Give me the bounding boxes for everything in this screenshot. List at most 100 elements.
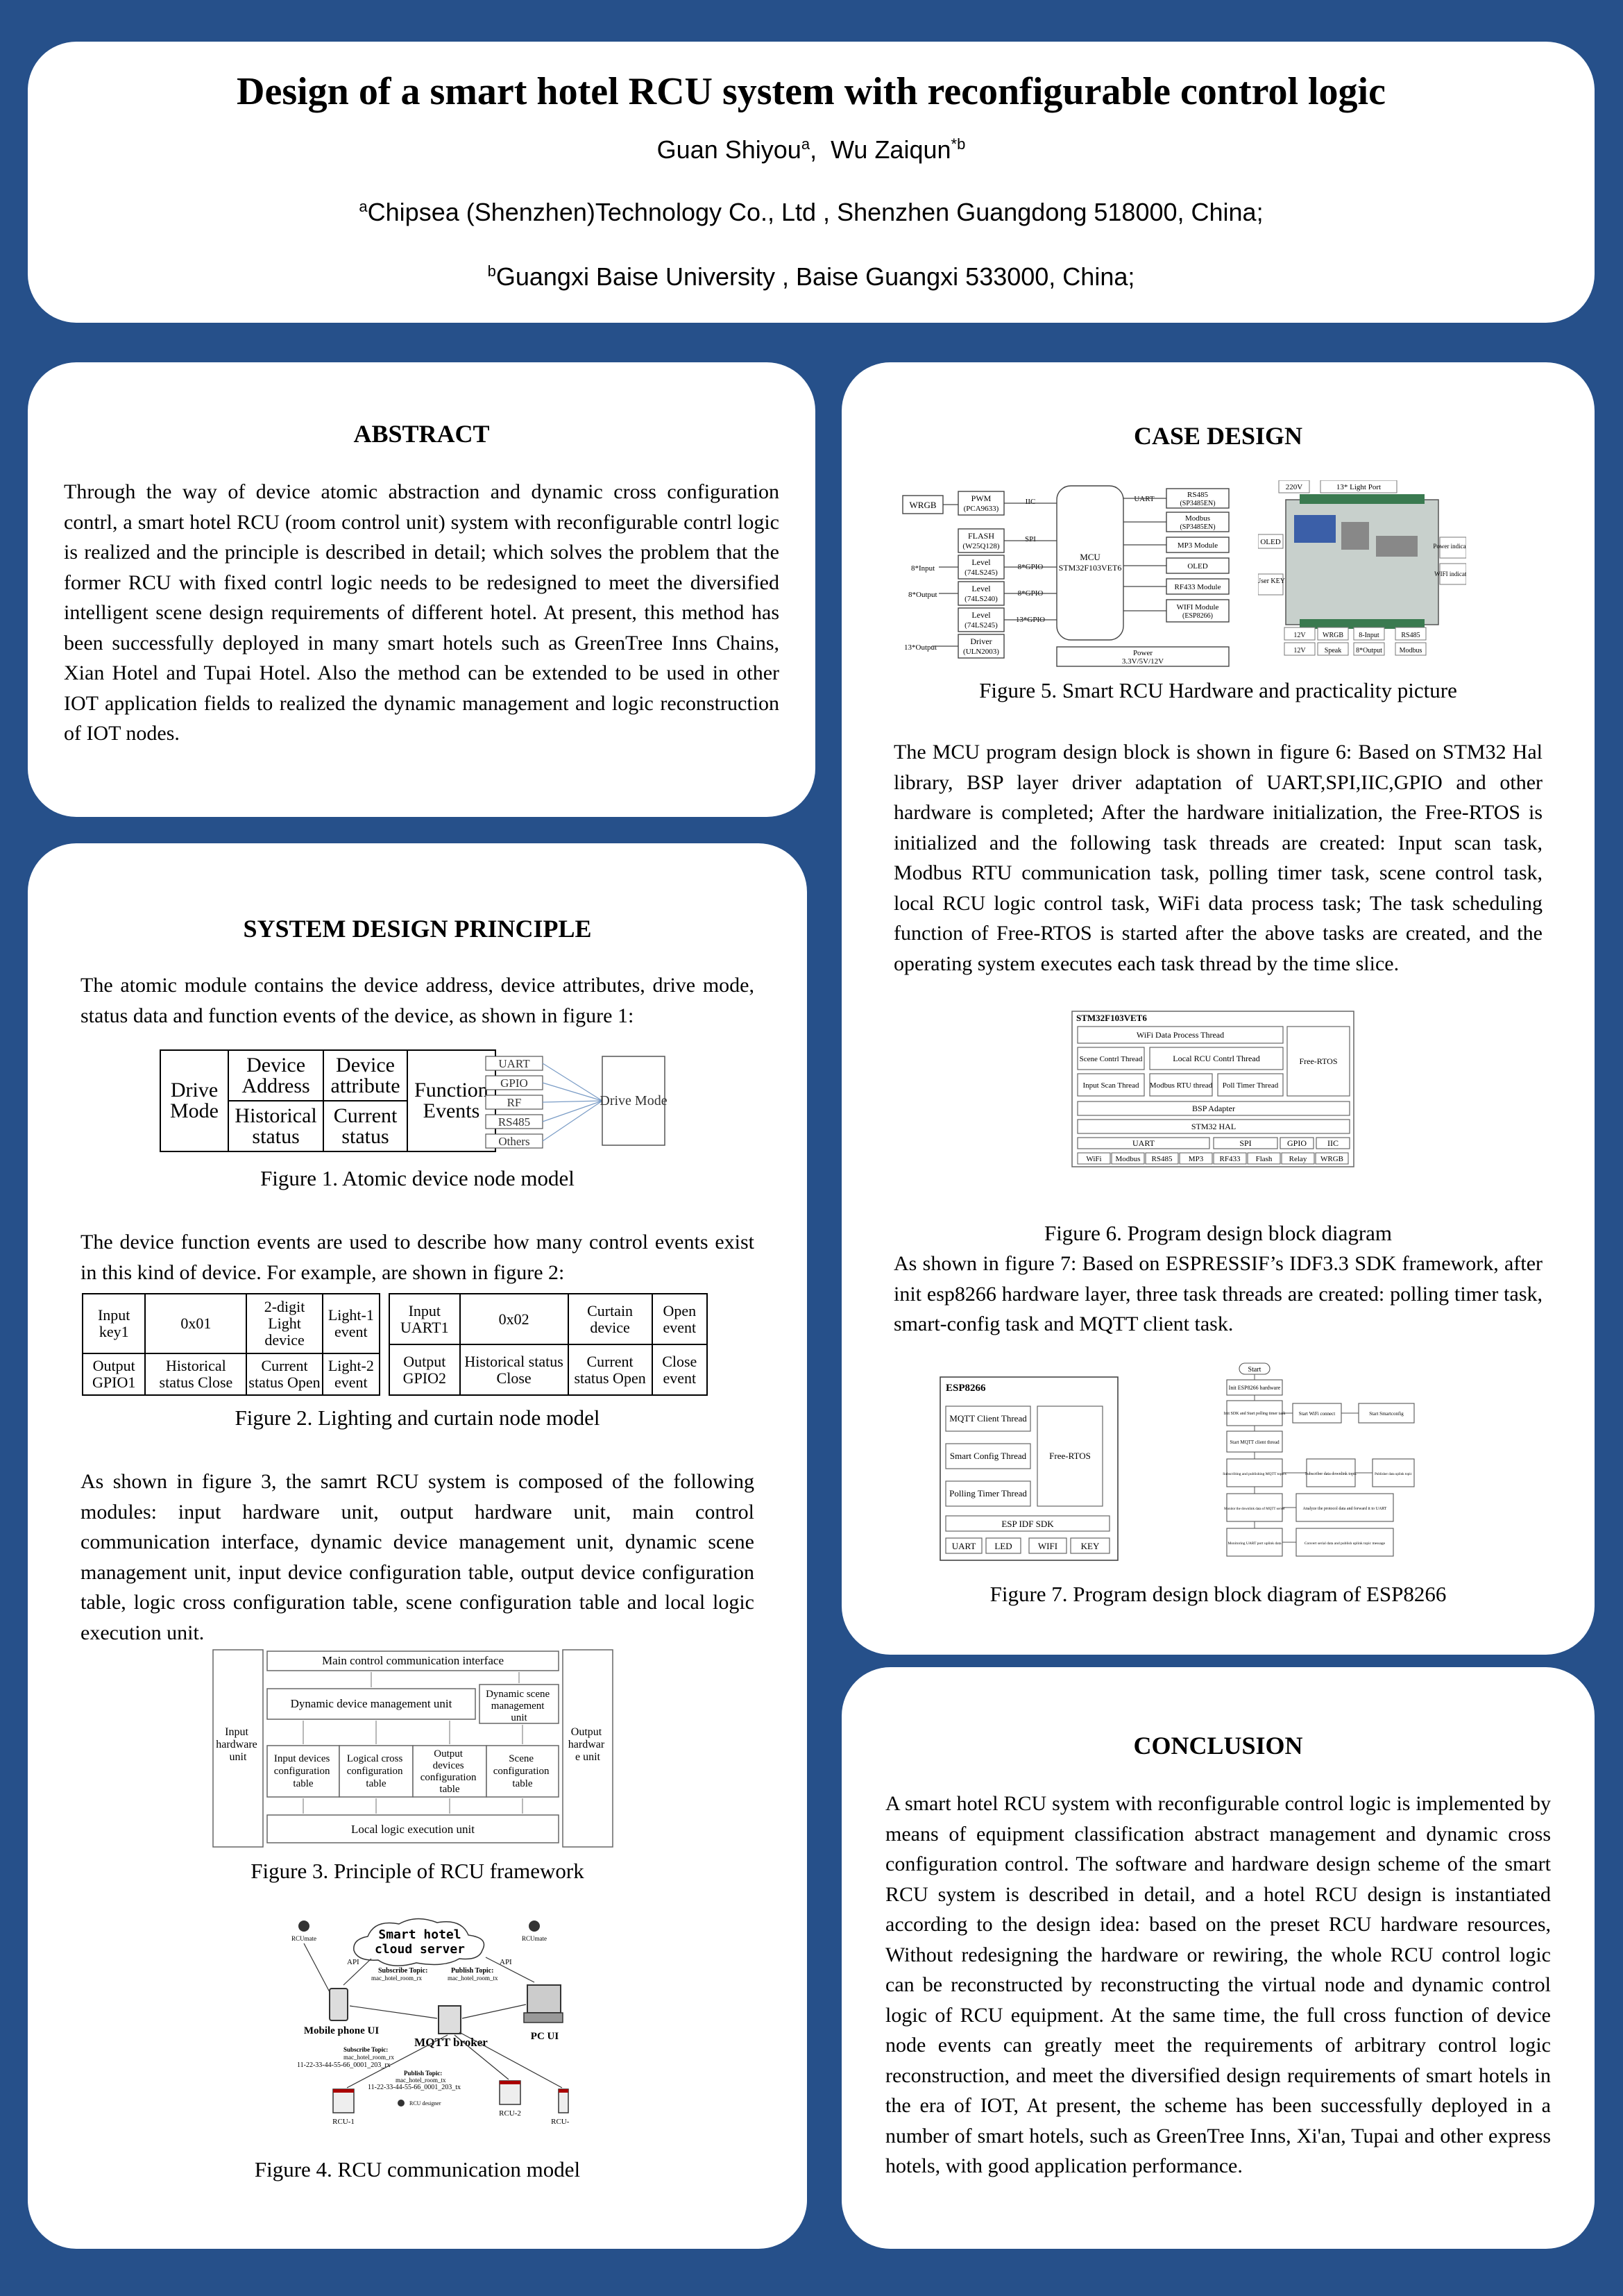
rcu-device-icon — [499, 2080, 521, 2105]
rcu-device-icon — [332, 2088, 355, 2113]
fig2-right-table: Input UART1 0x02 Curtain device Open eve… — [389, 1293, 708, 1396]
fig7-periph-label: WIFI — [1038, 1541, 1057, 1551]
fig5-in8: 8*Input — [911, 564, 935, 573]
author-2-sup: *b — [951, 135, 966, 153]
fig2-cell: Current status Open — [246, 1353, 323, 1396]
fig7-mqtt: MQTT Client Thread — [949, 1413, 1027, 1424]
fig4-pub2-label: Publish Topic: — [404, 2070, 442, 2077]
fig4-pub-value: mac_hotel_room_tx — [448, 1975, 498, 1982]
fig4-sub-value: mac_hotel_room_rx — [371, 1975, 422, 1982]
fig6-periph-label: Modbus — [1115, 1155, 1140, 1163]
fig5-spi: SPI — [1025, 535, 1036, 543]
fig2-left-row-1: Input key1 0x01 2-digit Light device Lig… — [81, 1292, 381, 1355]
fig5-photo-port-box — [1353, 642, 1385, 656]
fig5-photo-wifi: WIFI indicator — [1434, 571, 1466, 577]
fig5-oled: OLED — [1187, 562, 1207, 571]
fig4-sub2-value2: 11-22-33-44-55-66_0001_203_rx — [297, 2061, 391, 2069]
fig5-photo-port-label: WRGB — [1323, 632, 1343, 639]
fig6-periph-box — [1247, 1152, 1281, 1165]
fig7-chip: ESP8266 — [946, 1383, 986, 1394]
fig5-rs485-chip: (SP3485EN) — [1180, 500, 1215, 507]
fig5-photo-port-label: 12V — [1293, 647, 1306, 655]
fig3-in-cfg-3: table — [293, 1778, 313, 1789]
fig5-driver-chip: (ULN2003) — [963, 648, 999, 656]
svg-text:User KEY: User KEY — [1258, 577, 1285, 585]
authors: Guan Shiyoua, Wu Zaiqun*b — [28, 135, 1595, 164]
fig6-periph-box — [1145, 1152, 1179, 1165]
fig7-periph-label: KEY — [1081, 1541, 1100, 1551]
fig3-input-hw: Input — [225, 1726, 248, 1738]
fig2-cell: 0x01 — [144, 1292, 248, 1355]
fig2-cell: Light-2 event — [321, 1353, 381, 1396]
broker-icon — [438, 2005, 461, 2034]
fig1-function-events: Function Events — [406, 1049, 497, 1152]
fig5-flash-chip: (W25Q128) — [962, 542, 999, 550]
fig5-level2-chip: (74LS240) — [965, 595, 998, 603]
conclusion-text: A smart hotel RCU system with reconfigur… — [885, 1792, 1551, 2177]
fig1-current-status: Current status — [323, 1100, 408, 1152]
fig7-sdk: ESP IDF SDK — [1001, 1519, 1054, 1529]
fig3-out-cfg-4: table — [439, 1784, 459, 1795]
fig5-pwm-chip: (PCA9633) — [964, 505, 999, 513]
abstract-heading: ABSTRACT — [353, 420, 490, 448]
fig1-bus-label: RS485 — [498, 1115, 530, 1129]
fig7-smartcfg: Smart Config Thread — [950, 1451, 1027, 1461]
affiliation-b: bGuangxi Baise University , Baise Guangx… — [28, 262, 1595, 292]
fig4-rcumate-left: RCUmate — [291, 1935, 316, 1942]
fig6-poll-thread: Poll Timer Thread — [1223, 1081, 1279, 1090]
fig6-caption: Figure 6. Program design block diagram — [1044, 1221, 1393, 1245]
aff-a-text: Chipsea (Shenzhen)Technology Co., Ltd , … — [367, 198, 1264, 226]
fig4-sub2-value1: mac_hotel_room_rx — [343, 2054, 394, 2061]
fig3-dyn-dev: Dynamic device management unit — [291, 1697, 452, 1710]
fig6-periph-box — [1179, 1152, 1213, 1165]
principle-p3: As shown in figure 3, the samrt RCU syst… — [80, 1470, 754, 1644]
fig7-periph-label: UART — [952, 1541, 976, 1551]
fig2-caption: Figure 2. Lighting and curtain node mode… — [235, 1406, 600, 1430]
fig5-level1-chip: (74LS245) — [965, 568, 998, 577]
fig7-flow-analyse: Analyze the protocol data and forward it… — [1303, 1506, 1387, 1511]
author-2: Wu Zaiqun — [831, 135, 951, 164]
fig3-in-cfg-2: configuration — [274, 1766, 330, 1777]
fig6-input-thread: Input Scan Thread — [1082, 1081, 1139, 1090]
fig2-cell: Input key1 — [81, 1292, 146, 1355]
fig4-broker: MQTT broker — [414, 2036, 488, 2049]
fig3-logic-cfg-2: configuration — [347, 1766, 403, 1777]
fig6-periph-label: RS485 — [1152, 1155, 1173, 1163]
fig7-flow-start-mqtt: Start MQTT client thread — [1230, 1440, 1280, 1445]
fig5-iic: IIC — [1026, 498, 1036, 506]
case-p2: As shown in figure 7: Based on ESPRESSIF… — [894, 1252, 1543, 1335]
fig7-flow-monitor: Monitor the downlink data of MQTT server — [1224, 1508, 1285, 1511]
fig5-level3: Level — [971, 610, 991, 620]
fig1-table: Drive Mode Device Address Device attribu… — [160, 1049, 497, 1152]
fig5-photo-oled: OLED — [1260, 538, 1280, 546]
fig5-wrgb: WRGB — [910, 500, 937, 510]
fig7-flow-sub-down: Subscriber data downlink topic — [1305, 1472, 1357, 1476]
fig3-framework-diagram: Input hardware unit Output hardwar e uni… — [212, 1649, 613, 1848]
svg-text:Input devices configurat: Input devices configuration table — [274, 1753, 333, 1789]
fig5-mcu-chip: STM32F103VET6 — [1059, 563, 1122, 573]
fig5-wifi-chip: (ESP8266) — [1182, 612, 1213, 620]
fig2-left-table: Input key1 0x01 2-digit Light device Lig… — [81, 1292, 381, 1396]
fig3-out-cfg: Output — [434, 1748, 464, 1759]
fig6-periph-box — [1281, 1152, 1315, 1165]
fig4-pc-ui: PC UI — [531, 2031, 559, 2042]
principle-p1: The atomic module contains the device ad… — [80, 974, 754, 1027]
fig3-output-hw-3: e unit — [575, 1751, 601, 1763]
poster-title: Design of a smart hotel RCU system with … — [237, 70, 1386, 113]
fig1-bus-link — [542, 1082, 603, 1101]
fig5-mp3: MP3 Module — [1178, 541, 1218, 550]
fig3-out-cfg-3: configuration — [420, 1772, 477, 1783]
fig6-periph-label: MP3 — [1189, 1155, 1204, 1163]
aff-a-sup: a — [359, 198, 368, 215]
fig2-cell: Open event — [651, 1293, 708, 1345]
fig3-dyn-scene-2: management — [491, 1700, 545, 1712]
fig3-logic-cfg-3: table — [366, 1778, 386, 1789]
fig7-periph-label: LED — [994, 1541, 1012, 1551]
fig3-output-hw-2: hardwar — [568, 1739, 605, 1750]
fig7-flow-convert: Convert serial data and publish uplink t… — [1305, 1542, 1386, 1546]
fig6-uart: UART — [1132, 1138, 1155, 1148]
fig5-photo-port-box — [1395, 642, 1427, 656]
svg-text:Output hardwar e u: Output hardwar e unit — [568, 1726, 607, 1763]
fig3-dyn-scene: Dynamic scene — [486, 1689, 550, 1700]
fig2-cell: Output GPIO2 — [389, 1344, 461, 1396]
